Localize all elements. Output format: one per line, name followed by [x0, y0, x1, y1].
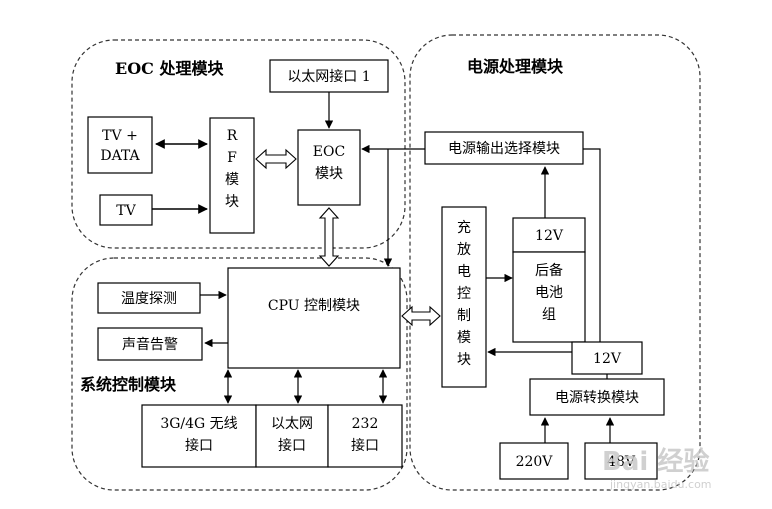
cpu-control-label: CPU 控制模块	[268, 298, 360, 314]
battery-char-1: 电池	[535, 285, 563, 301]
temp-sensor-label: 温度探测	[121, 291, 177, 307]
conn-12v-powerselect-side	[583, 148, 601, 342]
charge-char-3: 控	[457, 286, 471, 302]
v220-label: 220V	[516, 454, 554, 470]
ethernet-port1-label: 以太网接口 1	[287, 68, 370, 85]
rs232-label-line1: 232	[352, 416, 379, 432]
power-convert-box	[529, 378, 665, 416]
ethernet-label-line2: 接口	[278, 437, 306, 454]
tv-box	[99, 194, 153, 226]
power-convert-label: 电源转换模块	[555, 389, 639, 406]
eoc-module-box	[297, 129, 361, 206]
rs232-label-line2: 接口	[351, 437, 379, 454]
eoc-module-label-line2: 模块	[315, 166, 343, 182]
conn-cpu-charge-hollow	[401, 305, 441, 327]
v12-bottom-box	[571, 341, 643, 375]
rf-char-0: R	[227, 128, 238, 144]
power-output-select-label: 电源输出选择模块	[448, 141, 560, 157]
cpu-control-box	[227, 267, 401, 369]
eoc-module-label-line1: EOC	[313, 144, 345, 160]
rf-char-1: F	[227, 150, 237, 166]
watermark-url: jingyan.baidu.com	[609, 478, 712, 491]
charge-char-1: 放	[457, 242, 471, 258]
ethernet-label-line1: 以太网	[271, 416, 313, 432]
charge-char-5: 模	[457, 330, 471, 346]
charge-char-6: 块	[457, 352, 471, 368]
rf-char-2: 模	[225, 172, 239, 188]
wireless-label-line2: 接口	[185, 437, 213, 454]
watermark-logo-text: Bai 经验	[602, 446, 709, 477]
v220-box	[499, 442, 569, 480]
charge-char-4: 制	[457, 308, 471, 324]
ethernet-port-box	[255, 404, 329, 468]
conn-rf-eoc-hollow	[255, 148, 297, 170]
backup-battery-box	[512, 251, 586, 343]
watermark: Bai 经验 jingyan.baidu.com	[602, 446, 712, 491]
v48-box	[584, 442, 658, 480]
v48-label: 48V	[607, 454, 636, 470]
v12-top-label: 12V	[535, 228, 564, 244]
power-region-title: 电源处理模块	[467, 57, 564, 76]
tv-data-label-line2: DATA	[100, 148, 140, 164]
power-output-select-box	[424, 131, 584, 165]
power-region-outline	[409, 34, 701, 491]
charge-char-0: 充	[457, 220, 471, 236]
wireless-label-line1: 3G/4G 无线	[160, 416, 237, 432]
v12-bottom-label: 12V	[593, 351, 622, 367]
charge-char-2: 电	[457, 264, 471, 280]
tv-label: TV	[116, 203, 136, 219]
eoc-region-title: EOC 处理模块	[115, 59, 224, 78]
rs232-port-box	[327, 404, 403, 468]
battery-char-0: 后备	[535, 262, 563, 279]
battery-char-2: 组	[542, 307, 556, 323]
sound-alarm-box	[97, 327, 203, 361]
conn-eoc-cpu-hollow	[318, 207, 340, 267]
wireless-port-box	[141, 404, 257, 468]
rf-char-3: 块	[225, 194, 239, 210]
charge-control-box	[441, 206, 487, 388]
tv-data-box	[87, 116, 153, 174]
rf-module-box	[209, 117, 255, 234]
tv-data-label-line1: TV +	[102, 128, 138, 144]
sound-alarm-label: 声音告警	[122, 336, 178, 353]
system-region-title: 系统控制模块	[80, 375, 177, 394]
temp-sensor-box	[97, 282, 201, 314]
